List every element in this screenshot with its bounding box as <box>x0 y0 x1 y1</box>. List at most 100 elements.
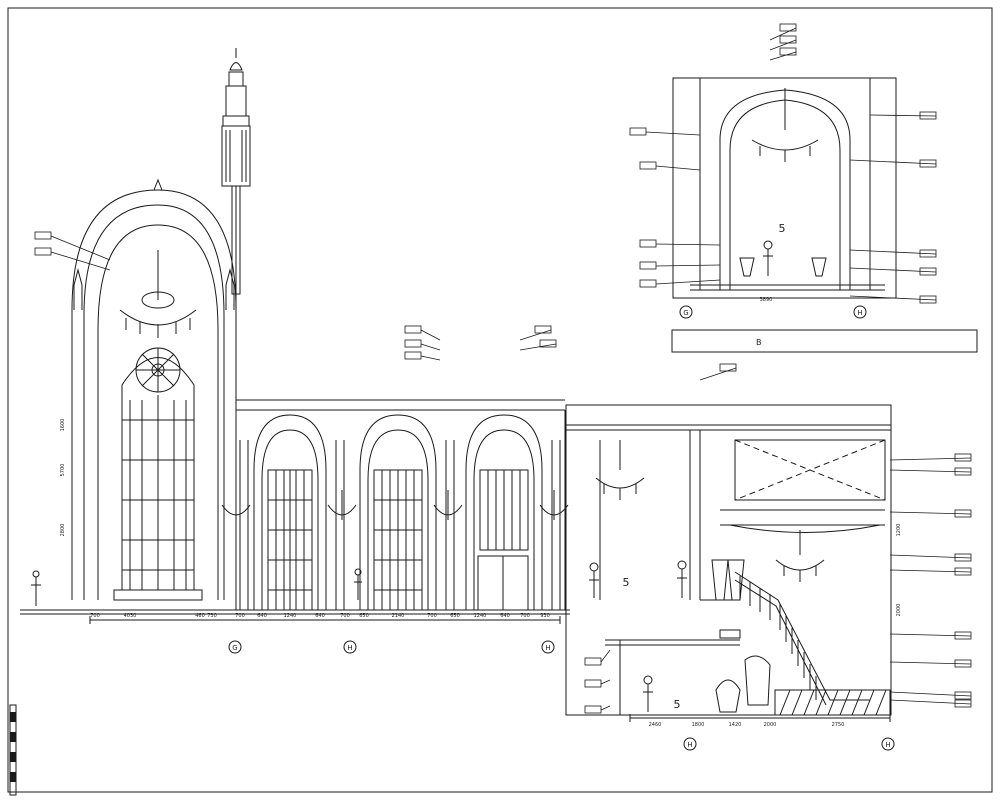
dimension-label: 1240 <box>284 613 297 619</box>
ground-line <box>20 609 570 615</box>
dimension-label: 4030 <box>124 613 137 619</box>
leader-line <box>655 264 721 267</box>
leader-line <box>50 235 111 261</box>
scale-bar <box>9 704 17 796</box>
leader-line <box>849 295 937 301</box>
dimension-label: 700 <box>235 613 245 619</box>
leader-line <box>600 705 611 711</box>
dimension-label: 640 <box>257 613 267 619</box>
annotation-tag <box>779 35 797 44</box>
dimension-label: 2750 <box>832 722 845 728</box>
leader-line <box>889 511 972 515</box>
leader-line <box>769 51 797 61</box>
dimension-label: 5700 <box>60 464 66 477</box>
leader-line <box>889 569 972 573</box>
leader-line <box>420 343 441 351</box>
dimension-label: 700 <box>340 613 350 619</box>
figure-number: 5 <box>623 576 630 589</box>
leader-line <box>889 661 972 665</box>
inset-caption: B <box>756 338 762 347</box>
leader-line <box>889 554 972 559</box>
dimension-label: 3890 <box>760 297 773 303</box>
leader-line <box>420 329 441 341</box>
annotation-tag <box>539 339 557 348</box>
grid-marker: G <box>679 305 693 319</box>
annotation-tag <box>34 231 52 240</box>
figure-number: 5 <box>779 222 786 235</box>
leader-line <box>849 159 937 165</box>
annotation-tag <box>584 657 602 666</box>
leader-line <box>519 343 557 351</box>
dimension-label: 930 <box>540 613 550 619</box>
annotation-tag <box>779 47 797 56</box>
grid-marker-label: H <box>545 644 550 652</box>
grid-marker-label: H <box>857 309 862 317</box>
grid-marker-label: G <box>683 309 688 317</box>
leader-line <box>600 679 611 685</box>
annotation-tag <box>404 339 422 348</box>
leader-line <box>889 691 972 697</box>
grid-marker: G <box>228 640 242 654</box>
dimension-label: 640 <box>315 613 325 619</box>
dimension-label: 460 <box>195 613 205 619</box>
annotation-tag <box>954 453 972 462</box>
leader-line <box>769 39 797 51</box>
leader-line <box>889 633 972 637</box>
annotation-tag <box>639 161 657 170</box>
leader-line <box>519 329 552 341</box>
figure-numbers: 5 5 5 <box>623 222 786 711</box>
leader-line <box>655 165 701 171</box>
grid-markers: G H H H H G H <box>228 305 895 751</box>
leader-line <box>849 267 937 273</box>
leader-line <box>849 249 937 255</box>
leader-line <box>655 279 721 285</box>
leader-line <box>889 699 972 705</box>
annotation-tag <box>534 325 552 334</box>
annotation-tag <box>404 325 422 334</box>
annotation-tag <box>34 247 52 256</box>
dimension-label: 650 <box>450 613 460 619</box>
dimension-label: 2460 <box>649 722 662 728</box>
grid-marker: H <box>343 640 357 654</box>
dimension-label: 700 <box>427 613 437 619</box>
dimension-label: 700 <box>90 613 100 619</box>
inset-frame <box>671 329 978 353</box>
annotation-tag <box>584 679 602 688</box>
chapel-tower <box>71 48 251 601</box>
annotation-tag <box>404 351 422 360</box>
dimension-label: 2800 <box>60 524 66 537</box>
dimension-label: 730 <box>207 613 217 619</box>
leader-line <box>869 114 937 117</box>
bottom-dimension-line <box>89 616 891 722</box>
dimension-label: 2000 <box>896 604 902 617</box>
dimension-label: 650 <box>359 613 369 619</box>
leader-line <box>889 469 972 473</box>
grid-marker: H <box>541 640 555 654</box>
arcade-bays <box>31 399 569 611</box>
annotation-tags <box>34 23 972 714</box>
figure-number: 5 <box>674 698 681 711</box>
grid-marker-label: G <box>232 644 237 652</box>
dimension-label: 700 <box>520 613 530 619</box>
dimension-label: 1800 <box>692 722 705 728</box>
grid-marker-label: H <box>885 741 890 749</box>
dimension-label: 640 <box>500 613 510 619</box>
annotation-tag <box>584 705 602 714</box>
annotation-tag <box>639 239 657 248</box>
grid-marker-label: H <box>347 644 352 652</box>
grid-marker-label: H <box>687 741 692 749</box>
grid-marker: H <box>853 305 867 319</box>
inset-section <box>672 77 897 299</box>
leader-line <box>769 27 797 41</box>
leader-line <box>50 251 111 271</box>
dimension-label: 1420 <box>729 722 742 728</box>
leader-line <box>420 355 441 361</box>
leader-line <box>655 243 721 246</box>
annotation-tag <box>639 261 657 270</box>
leader-line <box>645 131 701 136</box>
dimension-label: 1200 <box>896 524 902 537</box>
dimension-label: 2140 <box>392 613 405 619</box>
